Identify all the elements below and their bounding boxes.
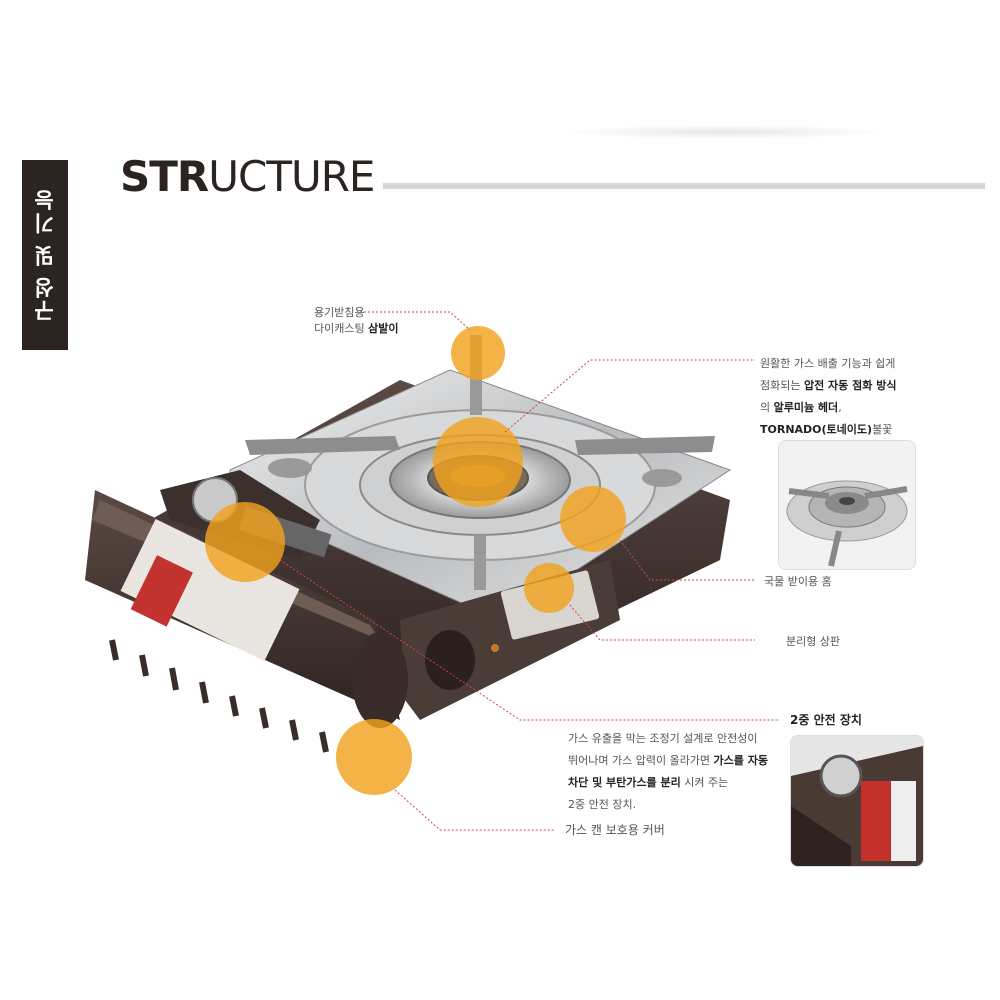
- label-pot-support-line2: 다이캐스팅 삼발이: [314, 322, 399, 335]
- highlight-burner: [433, 417, 523, 507]
- inset-burner-photo: [778, 440, 916, 570]
- highlight-pot-support: [451, 326, 505, 380]
- highlight-groove: [560, 486, 626, 552]
- leader-lines: [279, 311, 780, 831]
- highlight-cover: [336, 719, 412, 795]
- title-bold: STR: [120, 152, 209, 201]
- title-rule: [383, 183, 985, 189]
- burner-closeup-image: [779, 441, 915, 569]
- title-light: UCTURE: [208, 152, 375, 201]
- highlight-markers: [205, 326, 626, 795]
- decorative-glow: [560, 125, 890, 139]
- label-burner-line1: 원활한 가스 배출 기능과 쉽게: [760, 357, 896, 370]
- page-title: STRUCTURE: [120, 152, 375, 201]
- label-safety-title: 2중 안전 장치: [790, 713, 862, 727]
- label-safety-line2: 뛰어나며 가스 압력이 올라가면 가스를 자동: [568, 754, 768, 767]
- leader-burner: [504, 359, 755, 433]
- inset-safety-photo: [790, 735, 924, 867]
- safety-closeup-image: [791, 736, 923, 866]
- label-burner-line4: TORNADO(토네이도)불꽃: [760, 423, 893, 436]
- label-burner-line2: 점화되는 압전 자동 점화 방식: [760, 379, 897, 392]
- highlight-safety: [205, 502, 285, 582]
- label-pot-support: 용기받침용 다이캐스팅 삼발이: [314, 305, 398, 337]
- label-safety-line1: 가스 유출을 막는 조정기 설계로 안전성이: [568, 732, 758, 745]
- label-burner-line3: 의 알루미늄 헤더,: [760, 401, 842, 414]
- leader-cover: [394, 789, 555, 831]
- leader-groove: [619, 539, 755, 581]
- label-groove: 국물 받이용 홈: [764, 575, 832, 588]
- label-pot-support-line1: 용기받침용: [314, 306, 365, 319]
- label-safety-line4: 2중 안전 장치.: [568, 798, 637, 811]
- label-safety-desc: 가스 유출을 막는 조정기 설계로 안전성이 뛰어나며 가스 압력이 올라가면 …: [568, 728, 783, 816]
- leader-plate: [569, 604, 755, 641]
- leader-safety: [279, 559, 780, 721]
- section-side-tab: 구성 및 기능: [22, 160, 68, 350]
- label-safety-line3: 차단 및 부탄가스를 분리 시켜 주는: [568, 776, 729, 789]
- label-plate: 분리형 상판: [786, 635, 841, 648]
- leader-pot-support: [360, 311, 471, 331]
- label-burner: 원활한 가스 배출 기능과 쉽게 점화되는 압전 자동 점화 방식 의 알루미늄…: [760, 353, 960, 441]
- label-cover: 가스 캔 보호용 커버: [565, 823, 665, 837]
- highlight-plate: [524, 563, 574, 613]
